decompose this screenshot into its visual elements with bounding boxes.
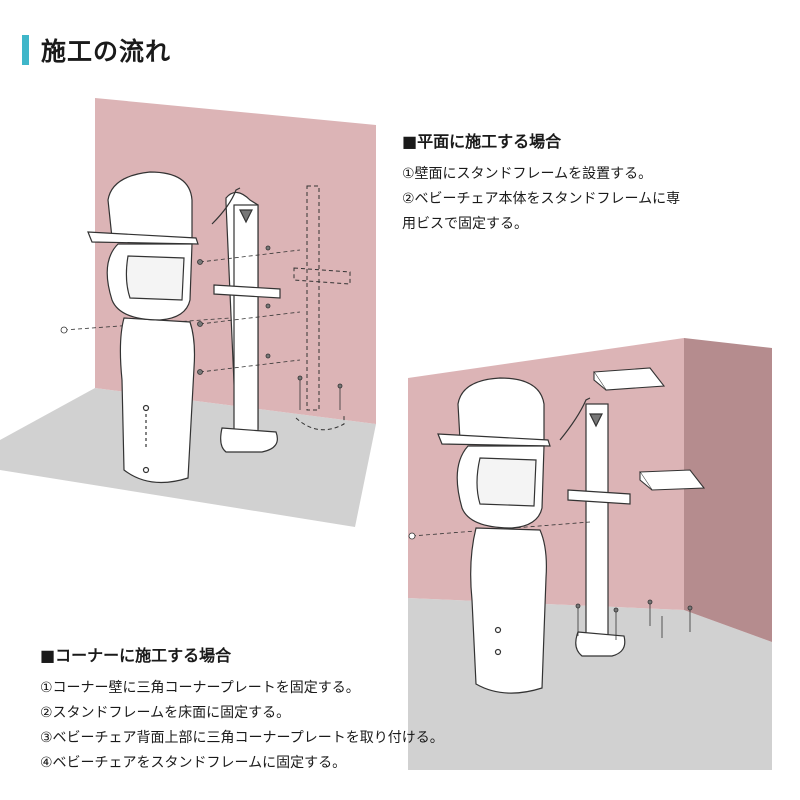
flat-heading: ■平面に施工する場合 xyxy=(402,132,562,151)
flat-instructions: ■平面に施工する場合 ①壁面にスタンドフレームを設置する。 ②ベビーチェア本体を… xyxy=(402,128,680,237)
title-accent-bar xyxy=(22,35,29,65)
corner-step-1: ①コーナー壁に三角コーナープレートを固定する。 xyxy=(40,680,360,696)
flat-baby-chair xyxy=(87,171,199,484)
flat-stand-frame xyxy=(211,187,281,453)
corner-instructions: ■コーナーに施工する場合 ①コーナー壁に三角コーナープレートを固定する。 ②スタ… xyxy=(40,642,444,776)
page-header: 施工の流れ xyxy=(22,34,171,66)
corner-side-wall xyxy=(684,338,772,642)
corner-step-2: ②スタンドフレームを床面に固定する。 xyxy=(40,705,291,721)
flat-step-2: ②ベビーチェア本体をスタンドフレームに専 xyxy=(402,191,681,207)
flat-step-1: ①壁面にスタンドフレームを設置する。 xyxy=(402,166,653,182)
triangle-corner-plates xyxy=(593,367,706,491)
corner-step-3: ③ベビーチェア背面上部に三角コーナープレートを取り付ける。 xyxy=(40,730,444,746)
corner-wall-scene xyxy=(408,338,772,770)
flat-wall-scene xyxy=(0,98,376,527)
flat-screw-arrows xyxy=(60,245,343,410)
corner-step-4: ④ベビーチェアをスタンドフレームに固定する。 xyxy=(40,755,347,771)
flat-step-2-cont: 用ビスで固定する。 xyxy=(402,216,528,232)
corner-stand-frame xyxy=(559,397,631,657)
corner-baby-chair xyxy=(437,377,551,694)
frame-target-outline xyxy=(293,185,351,431)
corner-heading: ■コーナーに施工する場合 xyxy=(40,646,232,665)
page-title: 施工の流れ xyxy=(41,37,172,66)
corner-screw-arrows xyxy=(408,521,693,640)
